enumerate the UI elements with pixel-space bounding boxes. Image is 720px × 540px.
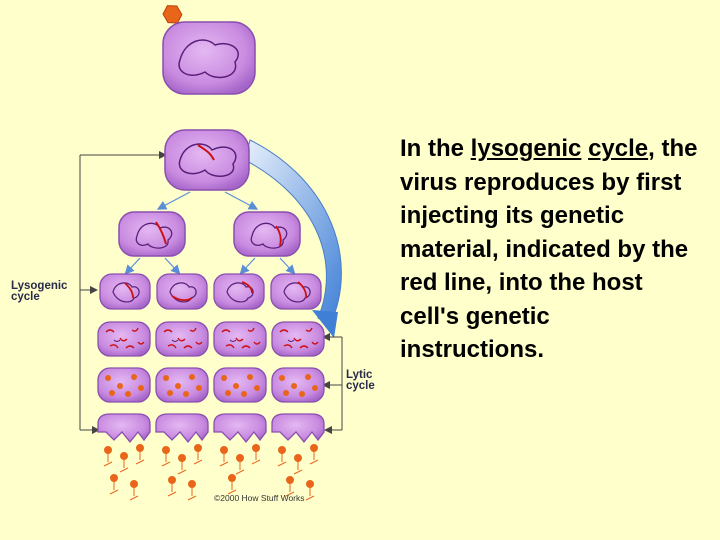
lifecycle-diagram: [79, 5, 343, 501]
lytic-bracket: [322, 333, 343, 434]
caption-term-cycle: cycle: [588, 135, 649, 162]
lysogenic-bracket: [79, 151, 167, 434]
caption-text: In the lysogenic cycle, the virus reprod…: [400, 132, 700, 367]
lytic-label-line1: Lytic: [346, 369, 373, 381]
lysis-row-cells: [97, 413, 325, 444]
host-cell-top: [162, 21, 256, 95]
copyright-notice: ©2000 How Stuff Works: [214, 493, 305, 503]
caption-part3: , the virus reproduces by first injectin…: [400, 135, 698, 363]
assembly-row-cells: [97, 367, 325, 403]
lysogenic-label-line1: Lysogenic: [11, 280, 68, 292]
lysogenic-cycle-label: Lysogenic cycle: [11, 280, 68, 303]
replicating-row-cells: [97, 321, 325, 357]
lysogenic-label-line2: cycle: [11, 291, 40, 303]
caption-part1: In the: [400, 135, 471, 162]
caption-term-lysogenic: lysogenic: [470, 135, 582, 162]
host-cell-integrated: [164, 129, 250, 191]
lytic-cycle-label: Lytic cycle: [346, 369, 375, 392]
released-phages: [103, 444, 319, 501]
lysogenic-row-cells: [99, 273, 322, 310]
lytic-label-line2: cycle: [346, 380, 375, 392]
daughter-cell-left: [118, 211, 186, 257]
daughter-cell-right: [233, 211, 301, 257]
